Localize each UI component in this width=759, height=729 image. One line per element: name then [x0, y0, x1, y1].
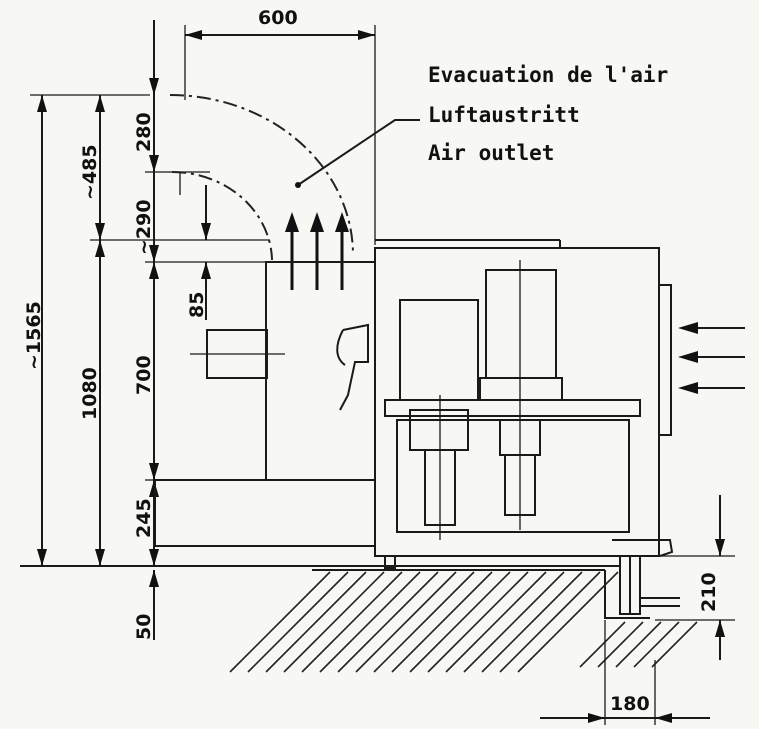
label-280: 280 [133, 112, 155, 152]
label-485: ~485 [79, 144, 101, 200]
hatch-line [301, 571, 403, 673]
hatch-line [409, 571, 511, 673]
floor-hatching [20, 565, 698, 673]
hatch-line [633, 621, 680, 668]
dimension-485 [95, 95, 105, 240]
dimension-180 [540, 620, 710, 725]
annotation-luftaustritt: Luftaustritt [428, 103, 580, 127]
hatch-line [615, 621, 662, 668]
hatch-line [247, 571, 349, 673]
label-290: ~290 [133, 199, 155, 255]
dimension-85 [201, 185, 211, 320]
label-700: 700 [133, 355, 155, 395]
hatch-line [517, 571, 619, 673]
hatch-line [445, 571, 547, 673]
hatch-line [355, 571, 457, 673]
hatch-line [373, 571, 475, 673]
label-600: 600 [258, 7, 298, 29]
dimension-1080 [90, 239, 270, 566]
hatch-line [579, 621, 626, 668]
hatch-line [229, 571, 331, 673]
hatch-line [651, 621, 698, 668]
motor-right [479, 260, 563, 530]
air-outlet-path [169, 94, 354, 261]
dimension-total-height [30, 94, 150, 566]
dimension-50 [149, 570, 159, 640]
hatch-line [427, 571, 529, 673]
annotation-air-outlet: Air outlet [428, 141, 554, 165]
hatch-line [481, 571, 583, 673]
hatch-line [499, 571, 601, 673]
air-inlet-arrows [678, 322, 745, 394]
label-245: 245 [133, 498, 155, 538]
hatch-line [319, 571, 421, 673]
air-outlet-arrows [285, 212, 349, 290]
dimension-700 [145, 262, 375, 481]
annotation-evacuation: Evacuation de l'air [428, 63, 668, 87]
leader-line [295, 119, 420, 188]
label-180: 180 [610, 693, 650, 715]
dimension-600 [184, 25, 376, 245]
hatch-line [337, 571, 439, 673]
hatch-line [391, 571, 493, 673]
hatch-line [463, 571, 565, 673]
label-50: 50 [133, 614, 155, 640]
hatch-line [283, 571, 385, 673]
dimension-210 [640, 495, 735, 660]
label-210: 210 [698, 572, 720, 612]
hatch-line [265, 571, 367, 673]
machine-body [374, 239, 674, 569]
label-total-height: ~1565 [23, 301, 45, 370]
drain-pipes [619, 555, 680, 615]
label-1080: 1080 [79, 367, 101, 420]
label-85: 85 [186, 292, 208, 318]
motor-left [399, 299, 479, 540]
